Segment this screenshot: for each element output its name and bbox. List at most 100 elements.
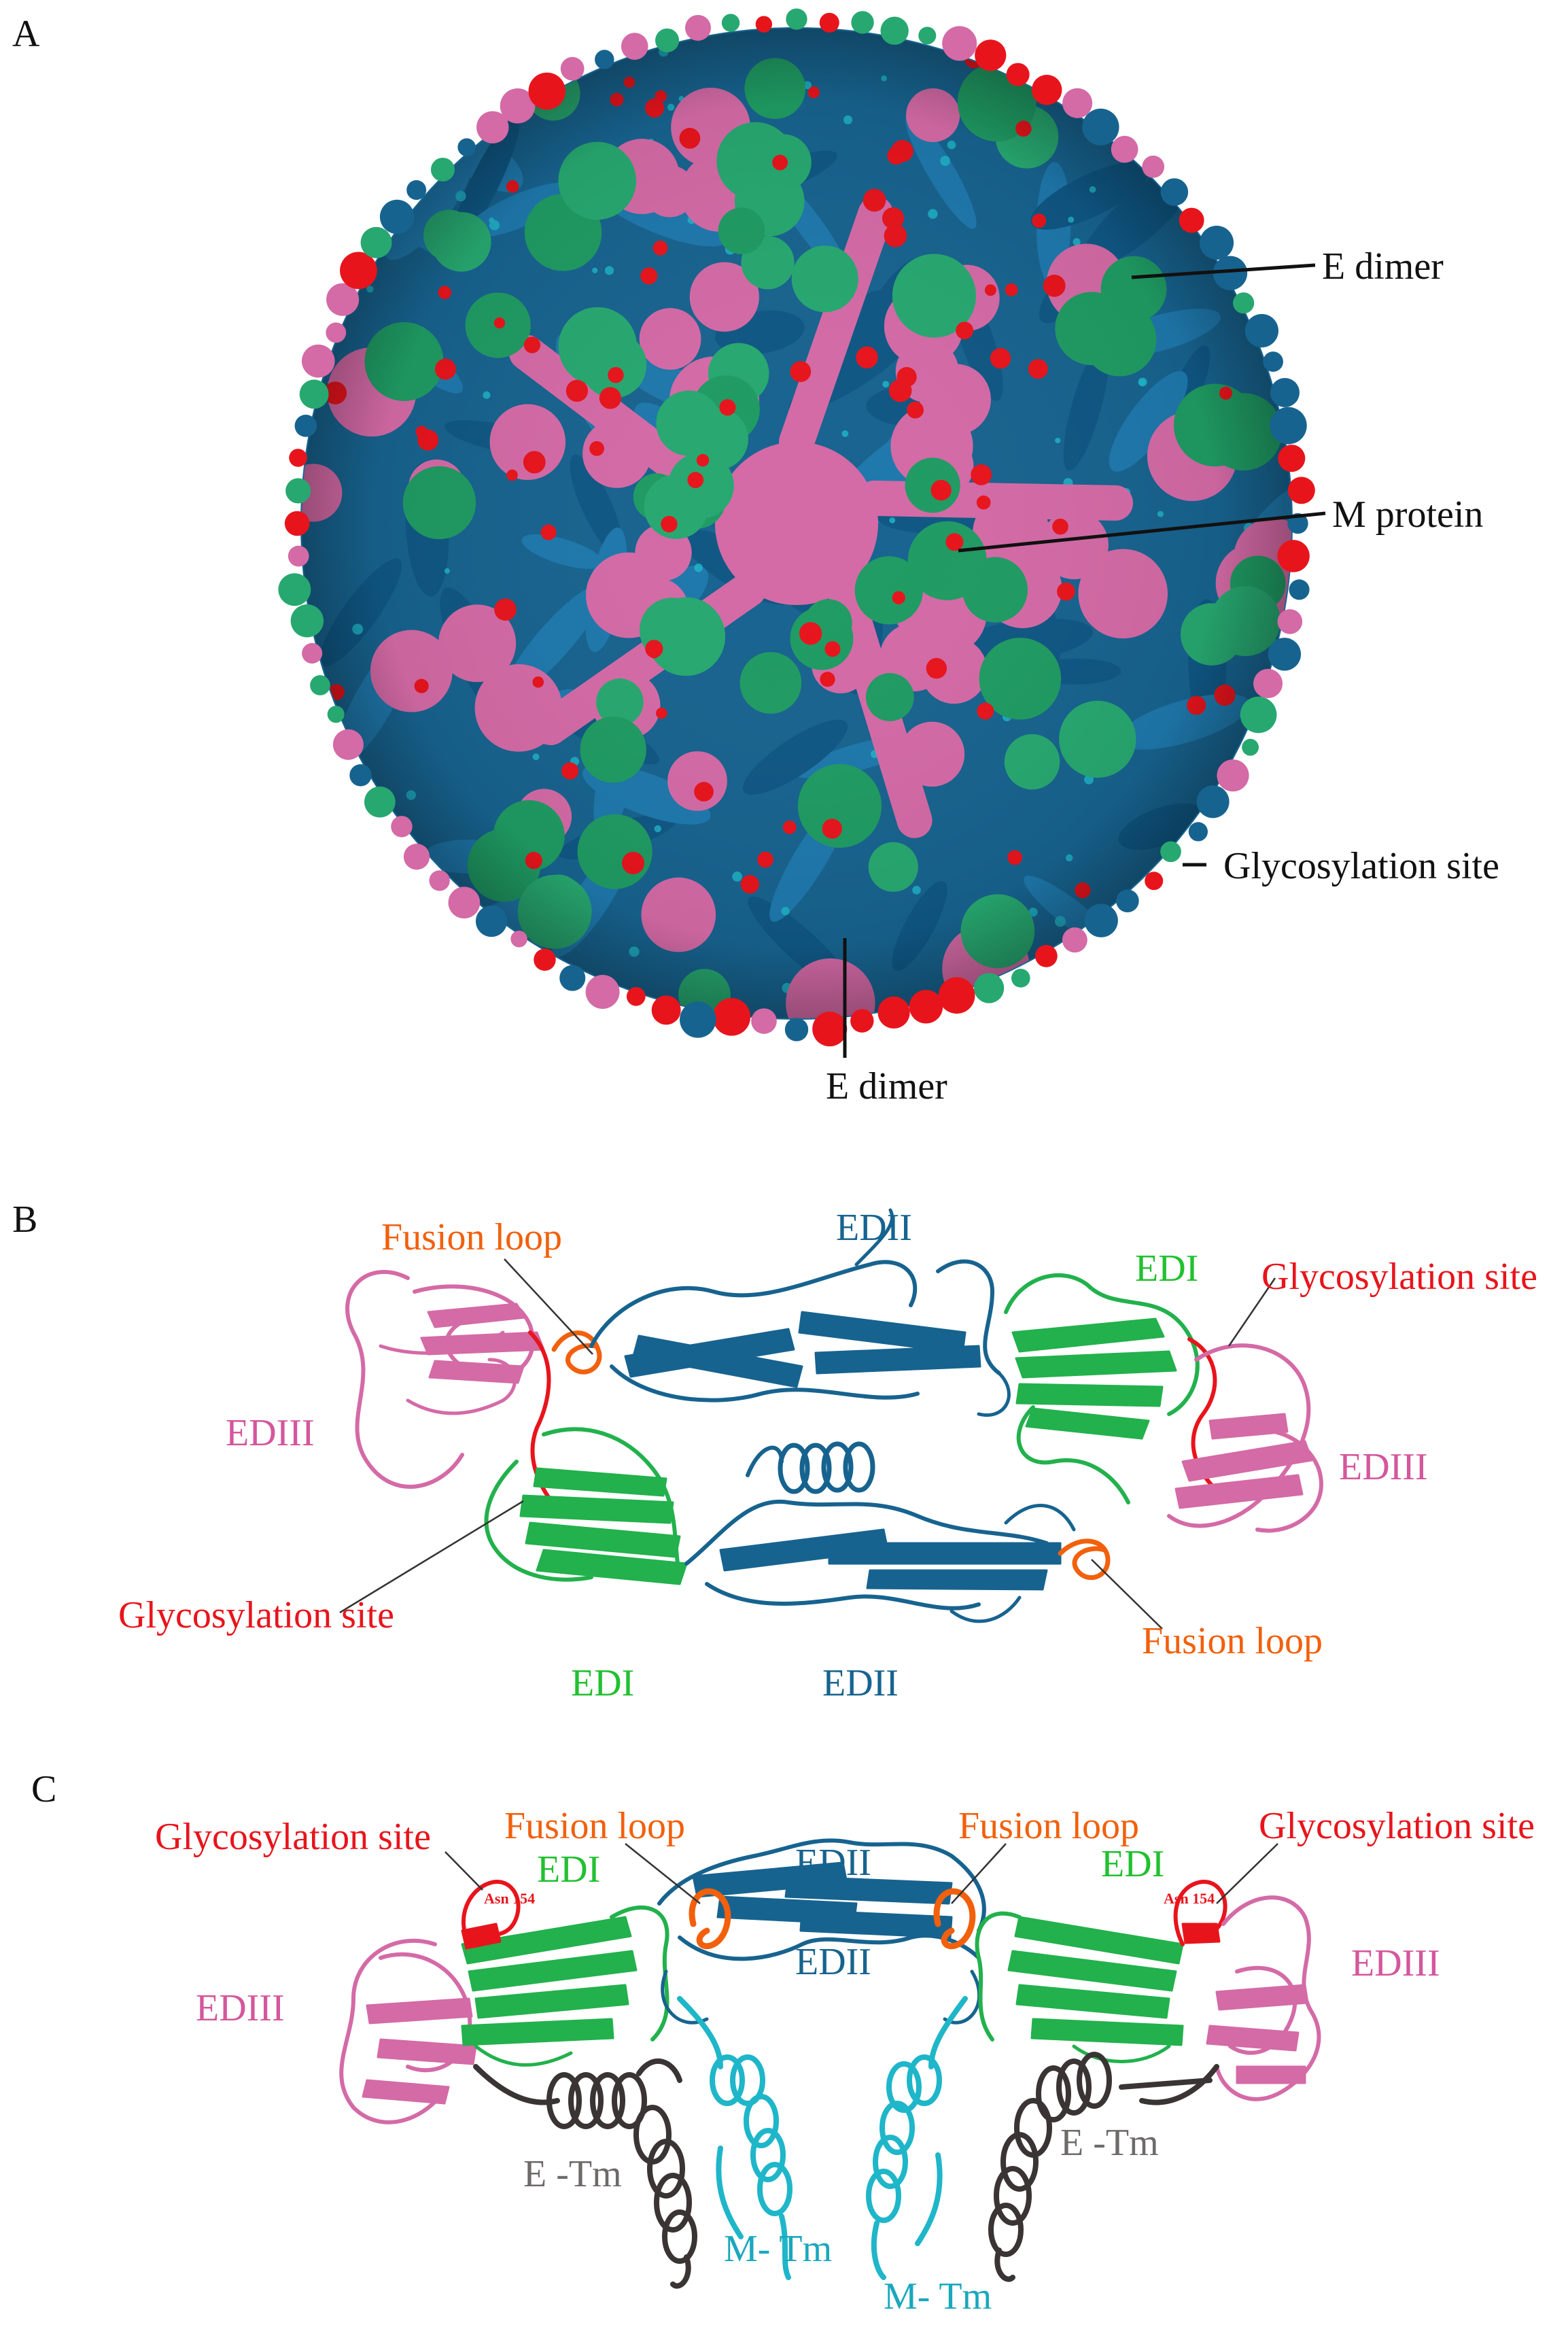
c-glycosylation-right [1173,1880,1227,1946]
c-fusion-loop-right [933,1888,976,1950]
rim-bump [1111,135,1138,163]
rim-bump [595,50,614,69]
rim-bump [534,948,556,971]
c-label-ediii-left: EDIII [196,1987,285,2029]
rim-bump [310,675,330,695]
rim-bump [1270,377,1300,407]
c-edii-center-ribbon [657,1838,986,2025]
b-leader-fusion-right [1091,1559,1163,1630]
c-ediii-right-ribbon [1206,1895,1321,2101]
panel-b-letter: B [12,1199,37,1241]
rim-bump [1179,207,1204,233]
c-label-glycosylation-right: Glycosylation site [1259,1805,1535,1847]
c-glycosylation-left [461,1880,521,1950]
rim-bump [406,179,427,200]
b-central-helices [746,1441,875,1494]
c-label-ediii-right: EDIII [1351,1942,1440,1984]
rim-bump [1196,785,1230,819]
rim-bump [364,786,396,818]
rim-bump [560,56,585,81]
rim-bump [1006,63,1030,86]
label-glycosylation: Glycosylation site [1223,845,1499,887]
rim-bump [1277,540,1310,572]
virion-rim-bumps [278,8,1315,1047]
rim-bump [379,199,415,235]
rim-bump [786,8,807,30]
c-leader-glyco-right [1216,1843,1278,1904]
c-label-asn-right: Asn 154 [1164,1890,1215,1907]
rim-bump [285,478,311,504]
membrane-anchored-e-m-model [339,1838,1321,2289]
rim-bump [1084,903,1118,937]
b-edii-top-ribbon [589,1208,1011,1417]
rim-bump [391,816,413,838]
b-leader-glyco-right [1227,1277,1276,1347]
rim-bump [1287,513,1308,534]
c-m-tm-right-ribbon [866,1996,968,2280]
rim-bump [476,111,509,143]
rim-bump [403,844,430,870]
rim-bump [528,72,566,110]
label-e-dimer-bottom: E dimer [826,1065,947,1107]
rim-bump [349,764,372,787]
b-label-edi-top: EDI [1135,1247,1198,1290]
rim-bump [1011,969,1030,988]
rim-bump [288,545,309,567]
c-ediii-left-ribbon [339,1938,477,2124]
rim-bump [942,26,977,61]
rim-bump [585,975,620,1009]
b-ediii-left-ribbon [345,1270,545,1489]
c-label-glycosylation-left: Glycosylation site [155,1816,431,1858]
rim-bump [812,1012,848,1047]
rim-bump [278,573,311,606]
panel-c: C [31,1768,1535,2318]
b-label-fusion-loop-left: Fusion loop [381,1216,562,1258]
c-label-edi-right: EDI [1101,1843,1164,1885]
rim-bump [1244,313,1279,348]
rim-bump [1253,668,1283,698]
rim-bump [880,16,909,45]
rim-bump [851,11,874,34]
rim-bump [500,88,536,124]
b-edi-right-ribbon [1004,1273,1200,1504]
b-label-fusion-loop-right: Fusion loop [1142,1620,1323,1662]
rim-bump [1160,178,1189,206]
b-fusion-loop-left [551,1330,602,1375]
rim-bump [680,1001,716,1038]
c-label-asn-left: Asn 154 [484,1890,535,1907]
rim-bump [429,870,450,891]
panel-c-letter: C [31,1768,56,1810]
c-label-m-tm-left: M- Tm [724,2228,832,2270]
virion-surface [278,8,1315,1047]
panel-a-letter: A [12,13,40,55]
rim-bump [1145,872,1164,891]
e-dimer-ribbon-model [345,1208,1323,1623]
rim-bump [721,14,740,32]
b-glycosylation-loop-left [528,1330,566,1518]
leader-m-protein [958,511,1326,553]
b-edii-bottom-ribbon [684,1499,1076,1623]
rim-bump [326,283,360,316]
c-edi-right-ribbon [975,1911,1184,2063]
panel-b: B [12,1199,1537,1704]
rim-bump [457,138,476,156]
b-label-edii-bottom: EDII [822,1662,899,1704]
rim-bump [1268,638,1302,671]
b-leader-glyco-left [339,1500,524,1614]
rim-bump [559,965,586,991]
c-leader-glyco-left [445,1851,483,1891]
panel-a: A E dimer M protein Glycosylation site E… [12,8,1499,1107]
b-fusion-loop-right [1058,1538,1111,1581]
c-leader-fusion-left [625,1843,701,1904]
b-label-edi-bottom: EDI [571,1662,634,1704]
rim-bump [755,16,773,33]
rim-bump [299,379,329,409]
rim-bump [819,12,839,33]
rim-bump [326,322,347,343]
rim-bump [1278,445,1306,472]
c-label-edii-top: EDII [795,1842,871,1884]
c-fusion-loop-left [689,1888,731,1950]
rim-bump [289,449,307,467]
rim-bump [975,39,1007,71]
rim-bump [294,414,317,437]
